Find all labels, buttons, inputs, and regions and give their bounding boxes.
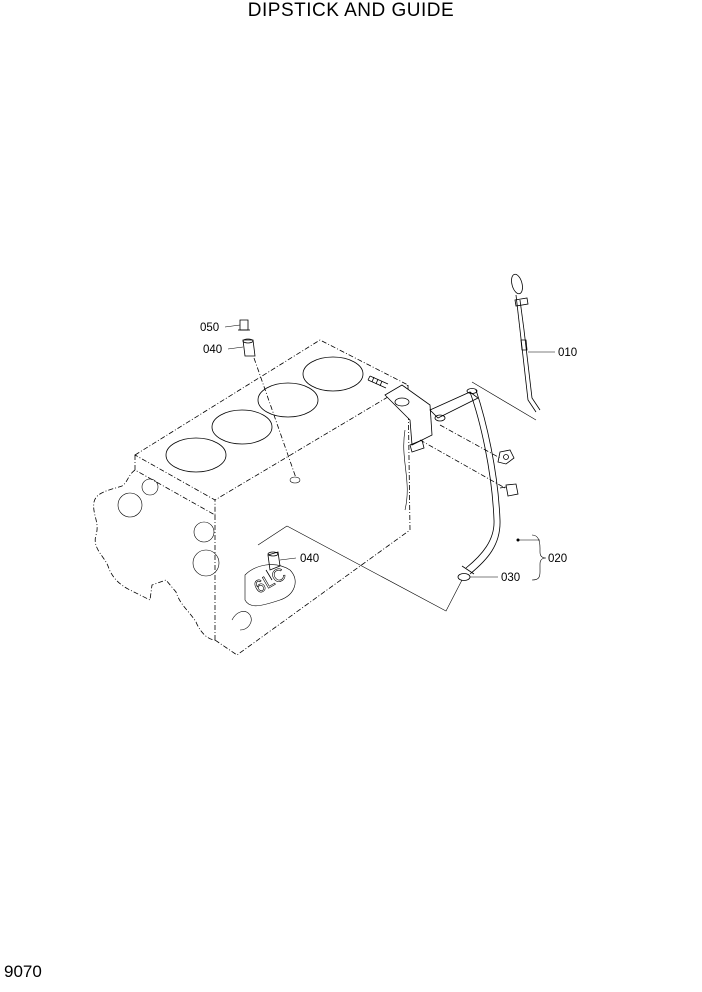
callout-040-top: 040 — [203, 344, 222, 356]
leader-040-bottom — [279, 557, 297, 561]
plug-icon — [238, 319, 297, 479]
bolt-icon — [499, 483, 519, 497]
callout-020: 020 — [548, 553, 567, 565]
callout-010: 010 — [558, 347, 577, 359]
cylinder-block-icon: 6LC — [93, 339, 411, 656]
leader-050 — [224, 324, 241, 328]
plug-icon — [265, 551, 281, 581]
bolt-icon — [367, 375, 389, 389]
page-title: DIPSTICK AND GUIDE — [247, 0, 455, 21]
dipstick-icon — [511, 273, 541, 413]
bracket-icon — [384, 384, 479, 453]
nut-icon — [497, 449, 515, 465]
callout-050: 050 — [200, 322, 219, 334]
o-ring-icon — [457, 573, 471, 581]
callout-040-bottom: 040 — [300, 553, 319, 565]
callout-030: 030 — [501, 572, 520, 584]
leader-040-top — [227, 346, 244, 350]
guide-tube-icon — [461, 388, 501, 575]
page-number: 9070 — [4, 962, 42, 981]
